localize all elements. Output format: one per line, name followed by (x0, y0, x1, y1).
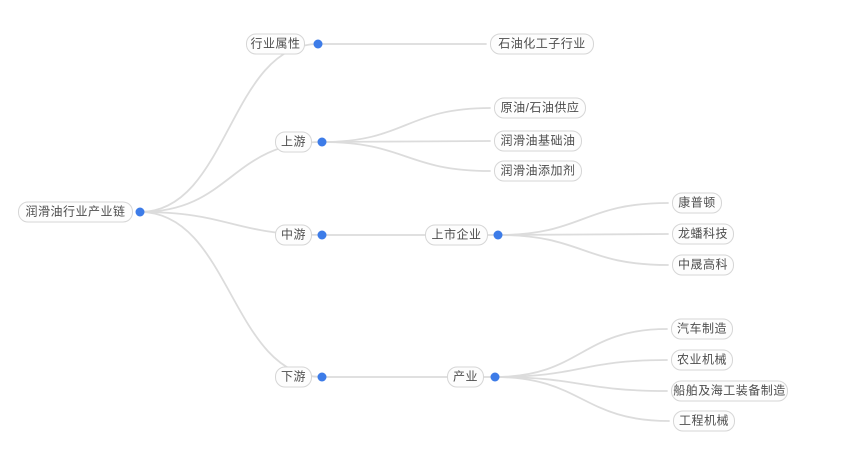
leaf-agricultural-machinery[interactable]: 农业机械 (671, 349, 733, 371)
edge-industries-ship (494, 376, 668, 392)
edge-industries-construction (494, 376, 670, 422)
edge-listed-compton (497, 202, 669, 236)
branch-listed-companies[interactable]: 上市企业 (425, 224, 488, 246)
leaf-auto-manufacturing[interactable]: 汽车制造 (671, 318, 733, 340)
leaf-petrochemical-sub-industry[interactable]: 石油化工子行业 (490, 33, 594, 55)
edge-upstream-base-oil (321, 140, 491, 143)
collapse-dot-industry-attribute[interactable] (313, 39, 323, 49)
leaf-company-zhongsheng-hitech[interactable]: 中晟高科 (672, 254, 734, 276)
collapse-dot-industries[interactable] (490, 372, 500, 382)
edge-industries-agricultural (494, 359, 668, 378)
edge-upstream-additives (321, 141, 491, 172)
leaf-lubricant-additives[interactable]: 润滑油添加剂 (494, 160, 582, 182)
branch-industries[interactable]: 产业 (447, 366, 484, 388)
node-root[interactable]: 润滑油行业产业链 (18, 201, 133, 223)
edge-industries-auto (494, 328, 668, 378)
leaf-company-longpan-tech[interactable]: 龙蟠科技 (672, 223, 734, 245)
edge-root-upstream (139, 141, 323, 213)
branch-midstream[interactable]: 中游 (275, 224, 312, 246)
leaf-company-compton[interactable]: 康普顿 (672, 192, 722, 214)
edge-root-industry-attribute (139, 43, 319, 213)
branch-downstream[interactable]: 下游 (275, 366, 312, 388)
edge-listed-zhongsheng (497, 234, 669, 266)
collapse-dot-listed-companies[interactable] (493, 230, 503, 240)
leaf-ship-marine-equipment-manufacturing[interactable]: 船舶及海工装备制造 (671, 380, 788, 402)
edge-listed-longpan (497, 233, 669, 236)
leaf-lubricant-base-oil[interactable]: 润滑油基础油 (494, 130, 582, 152)
collapse-dot-root[interactable] (135, 207, 145, 217)
edge-upstream-crude-oil (321, 107, 491, 143)
leaf-construction-machinery[interactable]: 工程机械 (673, 410, 735, 432)
leaf-crude-oil-supply[interactable]: 原油/石油供应 (494, 97, 586, 119)
collapse-dot-midstream[interactable] (317, 230, 327, 240)
branch-upstream[interactable]: 上游 (275, 131, 312, 153)
collapse-dot-downstream[interactable] (317, 372, 327, 382)
branch-industry-attribute[interactable]: 行业属性 (246, 33, 305, 55)
collapse-dot-upstream[interactable] (317, 137, 327, 147)
